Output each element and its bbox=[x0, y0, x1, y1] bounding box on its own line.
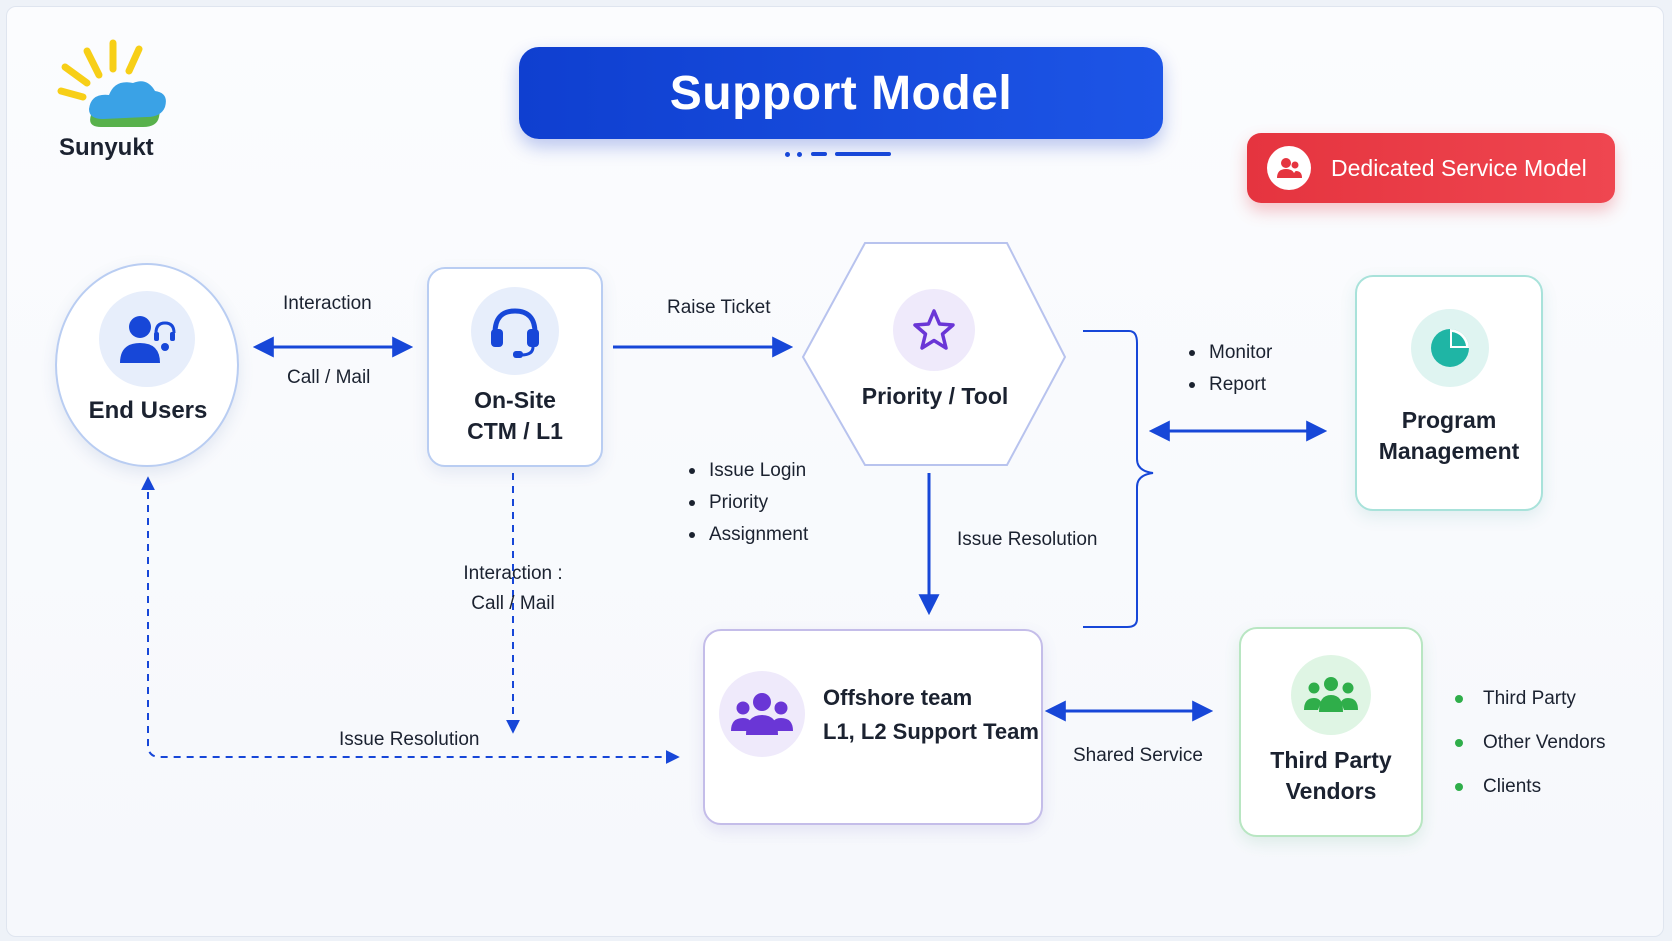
node-offshore-team: Offshore team L1, L2 Support Team bbox=[703, 629, 1043, 825]
ticket-steps-list: Issue Login Priority Assignment bbox=[687, 455, 808, 551]
offshore-label-line2: L1, L2 Support Team bbox=[823, 719, 1039, 744]
offshore-label-line1: Offshore team bbox=[823, 685, 973, 710]
node-program-management: Program Management bbox=[1355, 275, 1543, 511]
list-item: Monitor bbox=[1187, 337, 1272, 369]
pie-chart-icon bbox=[1411, 309, 1489, 387]
list-item: Third Party bbox=[1453, 677, 1606, 721]
badge-label: Dedicated Service Model bbox=[1331, 154, 1587, 181]
user-headset-icon bbox=[99, 291, 195, 387]
priority-tool-label: Priority / Tool bbox=[861, 383, 1009, 409]
node-third-party-vendors: Third Party Vendors bbox=[1239, 627, 1423, 837]
page-title: Support Model bbox=[519, 47, 1163, 139]
star-icon bbox=[893, 289, 975, 371]
edge-label-issue-resolution-down: Issue Resolution bbox=[957, 529, 1098, 550]
vendors-label-line1: Third Party bbox=[1270, 747, 1392, 773]
program-management-line1: Program bbox=[1401, 407, 1497, 433]
edge-label-issue-resolution-bottom: Issue Resolution bbox=[339, 729, 480, 750]
onsite-label-line2: CTM / L1 bbox=[467, 418, 563, 444]
list-item: Assignment bbox=[687, 519, 808, 551]
bracket bbox=[1083, 330, 1154, 628]
offshore-label: Offshore team L1, L2 Support Team bbox=[823, 681, 1043, 749]
vendors-label: Third Party Vendors bbox=[1241, 745, 1421, 807]
edge-label-interaction: Interaction bbox=[283, 293, 372, 314]
list-item: Issue Login bbox=[687, 455, 808, 487]
monitoring-list: Monitor Report bbox=[1187, 337, 1272, 401]
program-management-line2: Management bbox=[1378, 438, 1520, 464]
users-icon bbox=[1267, 146, 1311, 190]
edge-label-raise-ticket: Raise Ticket bbox=[667, 297, 771, 318]
vendors-label-line2: Vendors bbox=[1285, 778, 1377, 804]
team-icon bbox=[719, 671, 805, 757]
edge-label-interaction-call-mail: Interaction : Call / Mail bbox=[447, 559, 579, 619]
node-end-users: End Users bbox=[55, 263, 239, 467]
program-management-label: Program Management bbox=[1357, 405, 1541, 467]
support-model-diagram: Sunyukt Support Model Dedicated Service … bbox=[6, 6, 1664, 937]
edge-label-call-mail: Call / Mail bbox=[287, 367, 371, 388]
headset-icon bbox=[471, 287, 559, 375]
end-users-label: End Users bbox=[88, 397, 208, 424]
logo: Sunyukt bbox=[47, 37, 167, 167]
logo-text: Sunyukt bbox=[59, 134, 154, 161]
node-onsite-ctm: On-Site CTM / L1 bbox=[427, 267, 603, 467]
edge-label-interaction-line1: Interaction : bbox=[463, 563, 563, 584]
edge-label-shared-service: Shared Service bbox=[1073, 745, 1203, 766]
list-item: Other Vendors bbox=[1453, 721, 1606, 765]
arrow-enduser-offshore-dashed bbox=[141, 476, 680, 764]
sun-cloud-logo-icon bbox=[57, 39, 166, 127]
group-icon bbox=[1291, 655, 1371, 735]
list-item: Clients bbox=[1453, 765, 1606, 809]
edge-label-interaction-line2: Call / Mail bbox=[471, 593, 555, 614]
onsite-label: On-Site CTM / L1 bbox=[429, 385, 601, 447]
onsite-label-line1: On-Site bbox=[474, 387, 556, 413]
vendor-types-list: Third Party Other Vendors Clients bbox=[1453, 677, 1606, 809]
list-item: Priority bbox=[687, 487, 808, 519]
list-item: Report bbox=[1187, 369, 1272, 401]
title-underline-decoration bbox=[785, 152, 915, 158]
dedicated-service-model-badge: Dedicated Service Model bbox=[1247, 133, 1615, 203]
